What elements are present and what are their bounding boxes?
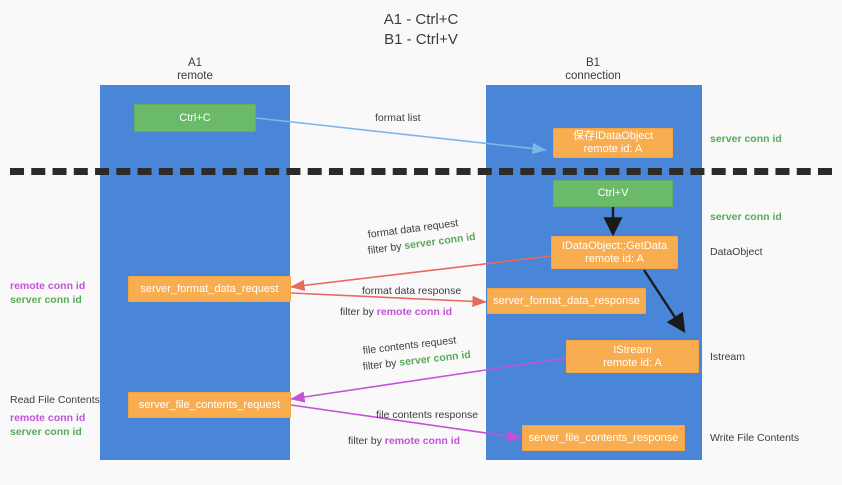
edge-label-format-data-response: format data response [362, 285, 462, 297]
node-server-file-contents-response-label: server_file_contents_response [528, 431, 679, 444]
node-save-idataobject[interactable]: 保存IDataObject remote id: A [553, 128, 673, 158]
page-title: A1 - Ctrl+C B1 - Ctrl+V [0, 10, 842, 50]
filter-prefix: filter by [348, 435, 385, 447]
filter-prefix: filter by [362, 356, 401, 373]
node-server-file-contents-response[interactable]: server_file_contents_response [522, 425, 685, 451]
column-header-a1-name: A1 [187, 57, 203, 69]
annotation-file-remote-conn-id: remote conn id [10, 412, 86, 424]
annotation-istream: Istream [710, 351, 746, 363]
column-header-a1-sub: remote [177, 70, 213, 82]
edge-label-file-contents-response: file contents response [376, 409, 479, 421]
node-server-file-contents-request-label: server_file_contents_request [138, 398, 281, 411]
column-header-b1-name: B1 [585, 57, 601, 69]
annotation-format-conn-ids: remote conn id server conn id [10, 279, 85, 307]
node-idataobject-getdata-line2: remote id: A [585, 252, 644, 265]
annotation-file-server-conn-id: server conn id [10, 426, 82, 438]
node-istream-line2: remote id: A [603, 356, 662, 369]
filter-value-remote-conn-id: remote conn id [376, 306, 453, 318]
column-header-a1: A1 remote [100, 57, 290, 83]
filter-value-remote-conn-id: remote conn id [384, 435, 461, 447]
node-server-file-contents-request[interactable]: server_file_contents_request [128, 392, 291, 418]
node-istream[interactable]: IStream remote id: A [566, 340, 699, 373]
node-idataobject-getdata[interactable]: IDataObject::GetData remote id: A [551, 236, 678, 269]
node-server-format-data-response[interactable]: server_format_data_response [487, 288, 646, 314]
annotation-format-server-conn-id: server conn id [10, 294, 82, 306]
column-header-b1-sub: connection [565, 70, 621, 82]
title-line-2: B1 - Ctrl+V [384, 31, 458, 48]
edge-label-format-data-response-filter: filter by remote conn id [340, 305, 452, 319]
node-ctrl-c-label: Ctrl+C [179, 111, 211, 124]
annotation-write-file-contents: Write File Contents [710, 432, 800, 444]
node-server-format-data-response-label: server_format_data_response [493, 294, 640, 307]
phase-divider-dashed-line [10, 168, 832, 175]
node-ctrl-v-label: Ctrl+V [597, 187, 629, 199]
filter-prefix: filter by [340, 306, 377, 318]
node-save-idataobject-line2: remote id: A [583, 143, 643, 155]
annotation-read-file-contents: Read File Contents [10, 394, 100, 406]
annotation-format-remote-conn-id: remote conn id [10, 280, 86, 292]
edge-label-format-data-response-block: format data response [362, 284, 461, 298]
column-header-b1: B1 connection [498, 57, 688, 83]
filter-prefix: filter by [367, 240, 406, 257]
annotation-file-conn-ids: remote conn id server conn id [10, 411, 85, 439]
node-idataobject-getdata-line1: IDataObject::GetData [561, 239, 668, 252]
node-istream-line1: IStream [613, 343, 652, 356]
edge-label-file-contents-request-block: file contents request filter by server c… [362, 334, 471, 374]
node-server-format-data-request[interactable]: server_format_data_request [128, 276, 291, 302]
node-save-idataobject-line1: 保存IDataObject [572, 130, 654, 142]
edge-label-format-data-request-block: format data request filter by server con… [367, 217, 476, 258]
title-line-1: A1 - Ctrl+C [383, 11, 459, 28]
annotation-server-conn-id-top: server conn id [710, 133, 782, 145]
node-ctrl-c[interactable]: Ctrl+C [134, 104, 256, 132]
edge-label-format-list: format list [375, 112, 421, 124]
node-server-format-data-request-label: server_format_data_request [140, 282, 279, 295]
annotation-server-conn-id-mid: server conn id [710, 211, 782, 223]
edge-label-file-contents-response-filter: filter by remote conn id [348, 434, 460, 448]
node-ctrl-v[interactable]: Ctrl+V [553, 180, 673, 207]
annotation-dataobject: DataObject [710, 246, 763, 258]
